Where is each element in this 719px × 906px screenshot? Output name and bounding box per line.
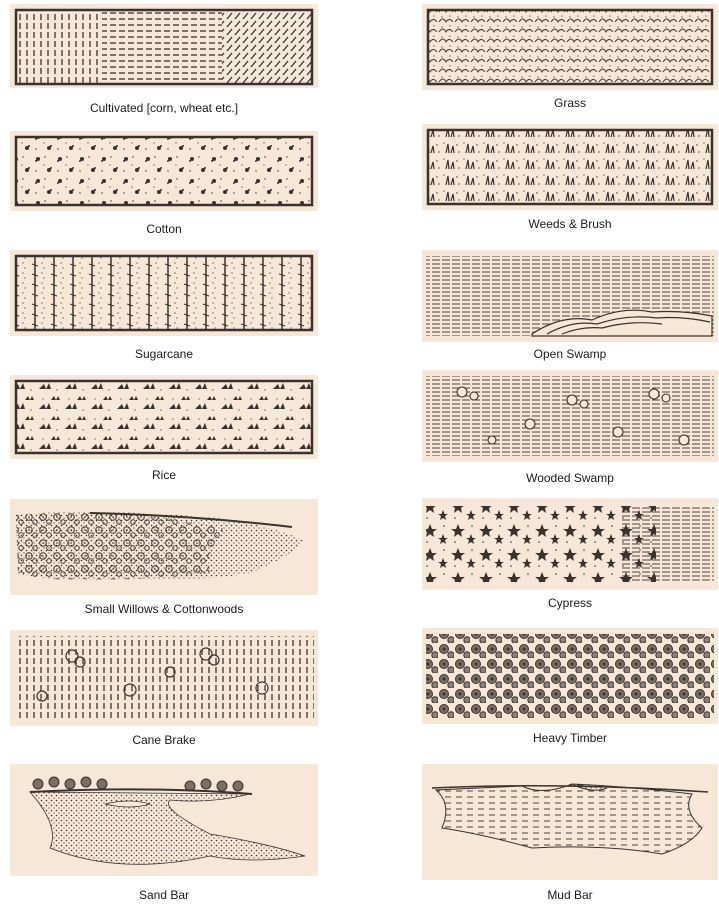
caption-sand-bar: Sand Bar bbox=[10, 888, 318, 902]
caption-cypress: Cypress bbox=[422, 596, 718, 610]
swatch-cypress bbox=[422, 498, 718, 590]
swatch-weeds-brush bbox=[422, 124, 718, 210]
swatch-sand-bar bbox=[10, 764, 318, 876]
caption-cotton: Cotton bbox=[10, 222, 318, 236]
caption-sugarcane: Sugarcane bbox=[10, 347, 318, 361]
swatch-cultivated bbox=[10, 4, 318, 88]
caption-small-willows: Small Willows & Cottonwoods bbox=[10, 602, 318, 616]
swatch-rice bbox=[10, 375, 318, 459]
caption-wooded-swamp: Wooded Swamp bbox=[422, 471, 718, 485]
swatch-cane-brake bbox=[10, 630, 318, 726]
swatch-heavy-timber bbox=[422, 628, 718, 724]
swatch-sugarcane bbox=[10, 250, 318, 336]
swatch-open-swamp bbox=[422, 250, 718, 342]
caption-heavy-timber: Heavy Timber bbox=[422, 731, 718, 745]
caption-grass: Grass bbox=[422, 96, 718, 110]
caption-cultivated: Cultivated [corn, wheat etc.] bbox=[10, 101, 318, 115]
caption-mud-bar: Mud Bar bbox=[422, 888, 718, 902]
swatch-wooded-swamp bbox=[422, 370, 718, 462]
caption-weeds-brush: Weeds & Brush bbox=[422, 217, 718, 231]
caption-cane-brake: Cane Brake bbox=[10, 733, 318, 747]
caption-open-swamp: Open Swamp bbox=[422, 347, 718, 361]
caption-rice: Rice bbox=[10, 468, 318, 482]
swatch-small-willows bbox=[10, 499, 318, 595]
swatch-mud-bar bbox=[422, 764, 718, 880]
swatch-cotton bbox=[10, 131, 318, 211]
swatch-grass bbox=[422, 4, 718, 90]
